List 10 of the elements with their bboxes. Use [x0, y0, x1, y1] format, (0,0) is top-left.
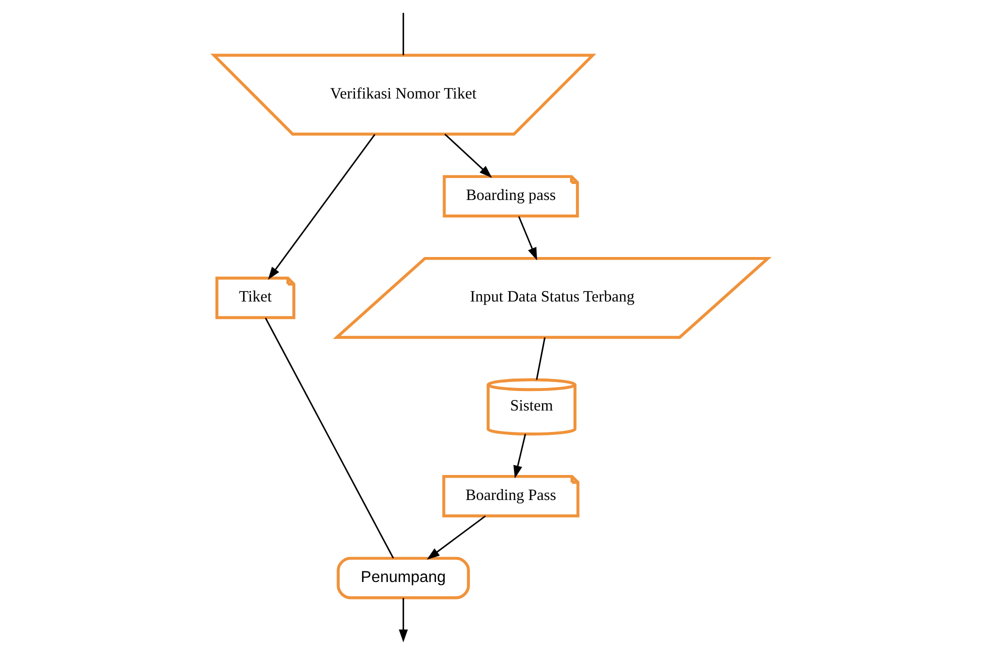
arrow [426, 516, 486, 560]
arrow [512, 434, 526, 478]
connector [264, 318, 394, 558]
arrow [267, 134, 375, 280]
node-box: Penumpang [336, 556, 470, 600]
connector [402, 12, 404, 56]
arrow [398, 598, 408, 642]
arrow [444, 134, 492, 178]
connector [535, 337, 546, 380]
arrow [518, 216, 537, 260]
